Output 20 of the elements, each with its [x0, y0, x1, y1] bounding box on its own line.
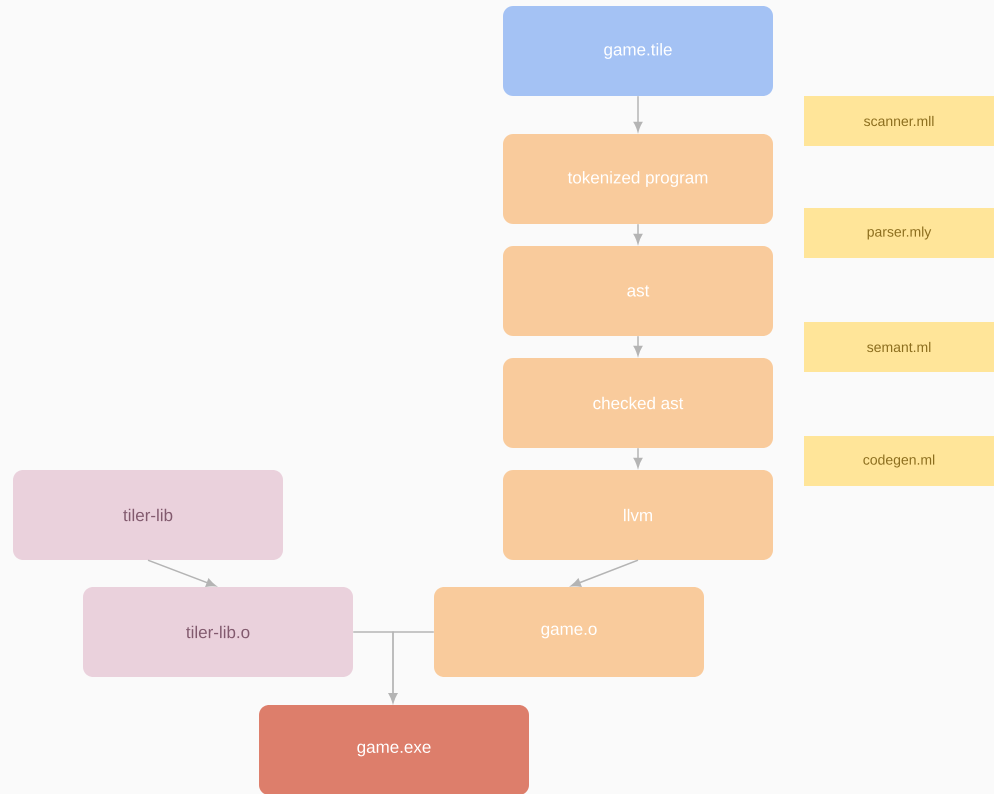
arrow	[634, 224, 642, 244]
source-file-box: game.tile	[503, 6, 773, 96]
file-tag: scanner.mll	[804, 96, 994, 146]
arrow	[634, 336, 642, 356]
output-box: game.exe	[259, 705, 529, 794]
arrow	[570, 560, 638, 587]
file-tag: codegen.ml	[804, 436, 994, 486]
stage-box: ast	[503, 246, 773, 336]
file-tag: parser.mly	[804, 208, 994, 258]
arrow	[388, 631, 434, 703]
arrow	[634, 96, 642, 132]
library-box: tiler-lib	[13, 470, 283, 560]
arrow	[148, 560, 216, 587]
stage-box: llvm	[503, 470, 773, 560]
library-box: tiler-lib.o	[83, 587, 353, 677]
stage-box: tokenized program	[503, 134, 773, 224]
arrow	[634, 448, 642, 468]
file-tag: semant.ml	[804, 322, 994, 372]
stage-box: checked ast	[503, 358, 773, 448]
stage-box: game.o	[434, 587, 704, 677]
